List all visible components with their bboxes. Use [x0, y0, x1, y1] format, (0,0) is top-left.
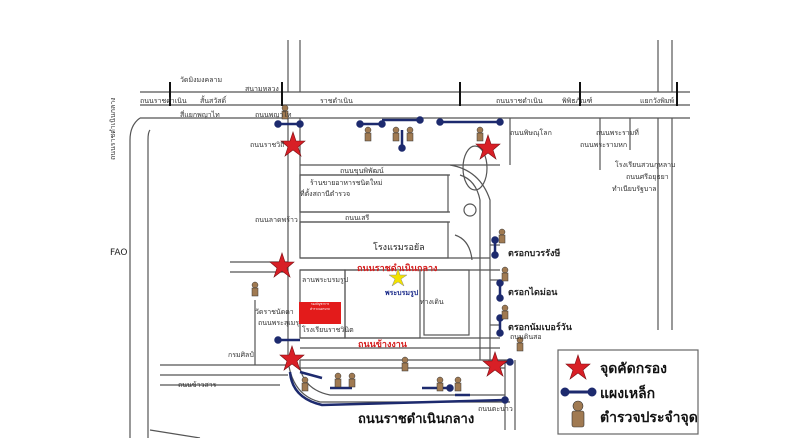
label-left-small-2: ถนนพระสุเมรุ	[258, 319, 299, 327]
legend-barrier-label: แผงเหล็ก	[600, 386, 656, 402]
label-checkpoint-2: ตรอกไดม่อน	[508, 288, 558, 298]
redbox-label-1: กองบัญชาการ	[310, 302, 330, 306]
label-checkpoint-4: ถนนดินสอ	[510, 333, 542, 341]
label-block-3: ถนนเสรี	[345, 214, 370, 222]
label-block-2: ถนนขุนพิพัฒน์	[340, 167, 384, 175]
label-right-block-1: โรงเรียนสวนกุหลาบ	[615, 161, 676, 169]
police-hq-box: กองบัญชาการ ตำรวจนครบาล	[299, 302, 341, 324]
label-block-5: ถนนลาดพร้าว	[255, 216, 298, 224]
legend-barrier-icon	[560, 387, 597, 397]
label-right-block-3: ทำเนียบรัฐบาล	[612, 185, 657, 193]
legend-box	[557, 349, 699, 435]
legend-checkpoint-label: จุดคัดกรอง	[600, 361, 667, 377]
label-left-2: ถนนพญาไท	[255, 111, 292, 119]
label-top-right-1: พิพิธภัณฑ์	[562, 97, 593, 105]
legend-police-label: ตำรวจประจำจุด	[600, 410, 698, 426]
label-left-3: ถนนราชวิถี	[250, 141, 285, 149]
label-block-4: ที่ตั้งสถานีตำรวจ	[300, 190, 351, 198]
label-left-small-3: กรมศิลป์	[228, 351, 254, 359]
label-top-left-4: ถนนราชดำเนิน	[140, 97, 187, 105]
monument-star-icon	[388, 267, 408, 287]
label-top-left-3: สั้นสวัสดิ์	[200, 97, 227, 105]
legend-star-icon	[565, 354, 591, 380]
label-checkpoint-1: ตรอกบวรรังษี	[508, 249, 561, 259]
label-block-6: ทางเดิน	[420, 298, 444, 306]
checkpoint-star-icons	[269, 131, 508, 377]
label-right-1: ถนนพิษณุโลก	[510, 129, 552, 137]
label-bottom-left-1: ถนนข้าวสาร	[178, 381, 217, 389]
label-top-right-2: แยกวังพิมพ์	[640, 97, 675, 105]
label-bottom-2: ถนนตะนาว	[478, 405, 513, 413]
redbox-label-2: ตำรวจนครบาล	[310, 307, 330, 311]
label-road-red-2: ถนนข้างงาน	[358, 340, 407, 350]
legend-police-icon	[571, 400, 585, 428]
label-road-red-1: ถนนราชดำเนินกลาง	[357, 264, 438, 274]
label-fao: FAO	[110, 248, 128, 258]
police-icon	[251, 104, 524, 392]
label-top-left-1: วัดมิงมงคลาม	[180, 76, 223, 84]
label-bottom-1: ถนนราชดำเนินกลาง	[358, 412, 475, 427]
label-top-left-2: สนามหลวง	[245, 85, 279, 93]
label-block-1: ร้านขายอาหารชนิดใหม่	[310, 179, 383, 187]
label-top-mid-2: ถนนราชดำเนิน	[496, 97, 543, 105]
label-block-8: โรงเรียนราชวินิต	[302, 326, 354, 334]
label-hotel: โรงแรมรอยัล	[373, 243, 425, 253]
label-star: พระบรมรูป	[385, 289, 419, 297]
label-right-2: ถนนพระรามที่	[596, 129, 639, 137]
label-top-mid-1: ราชดำเนิน	[320, 97, 353, 105]
label-right-block-2: ถนนศรีอยุธยา	[626, 173, 669, 181]
label-checkpoint-3: ตรอกนัมเบอร์วัน	[508, 323, 572, 333]
label-left-1: สี่แยกพญาไท	[180, 111, 220, 119]
label-left-small-1: วัดราชนัดดา	[255, 308, 294, 316]
label-block-7: ลานพระบรมรูป	[302, 276, 349, 284]
label-left-vertical: ถนนราชดำเนินกลาง	[109, 97, 117, 160]
label-right-3: ถนนพระรามหก	[580, 141, 628, 149]
